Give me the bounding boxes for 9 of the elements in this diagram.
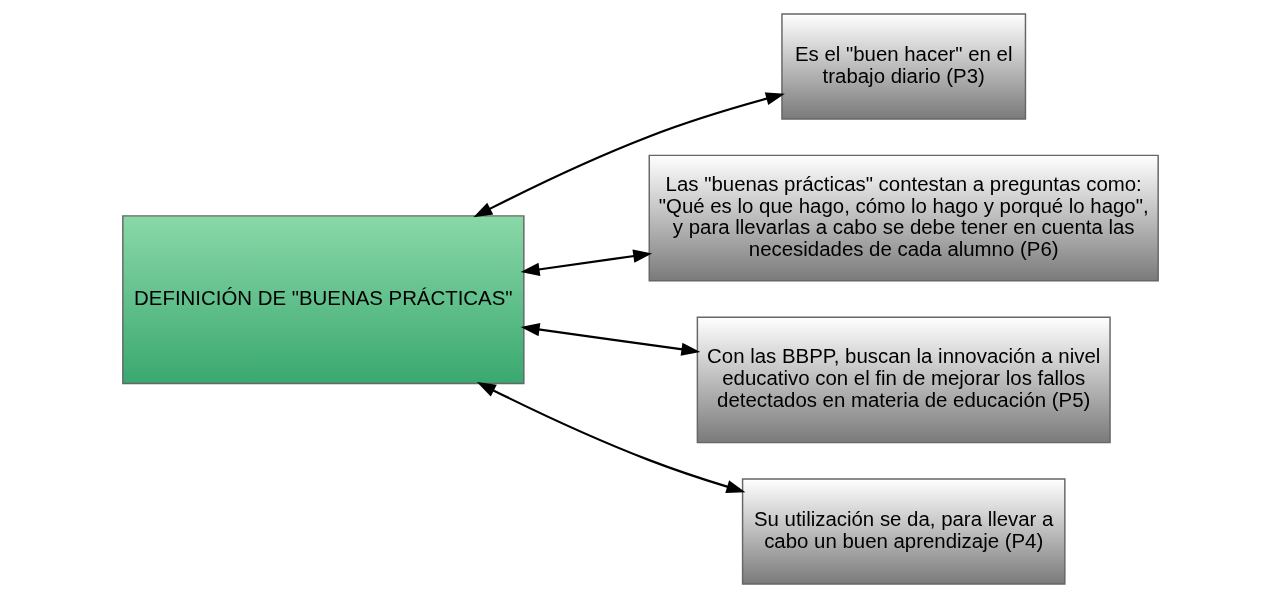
arrow [520, 249, 652, 276]
node-box: DEFINICIÓN DE "BUENAS PRÁCTICAS" [121, 215, 525, 385]
node-box: Con las BBPP, buscan la innovación a nivel educativo con el fin de mejorar los fallos detectados en materia de educación (P5) [696, 316, 1111, 444]
node-box: Su utilización se da, para llevar a cabo un buen aprendizaje (P4) [741, 478, 1066, 585]
node-box: Las "buenas prácticas" contestan a preguntas como: "Qué es lo que hago, cómo lo hago y porqué lo hago", y para llevarlas a cabo se debe tener en cuenta las necesidades de cada alumno (P6) [648, 154, 1159, 282]
arrow [520, 322, 700, 356]
node-box: Es el "buen hacer" en el trabajo diario (P3) [780, 13, 1026, 120]
arrow [476, 382, 745, 494]
arrow [472, 92, 785, 218]
